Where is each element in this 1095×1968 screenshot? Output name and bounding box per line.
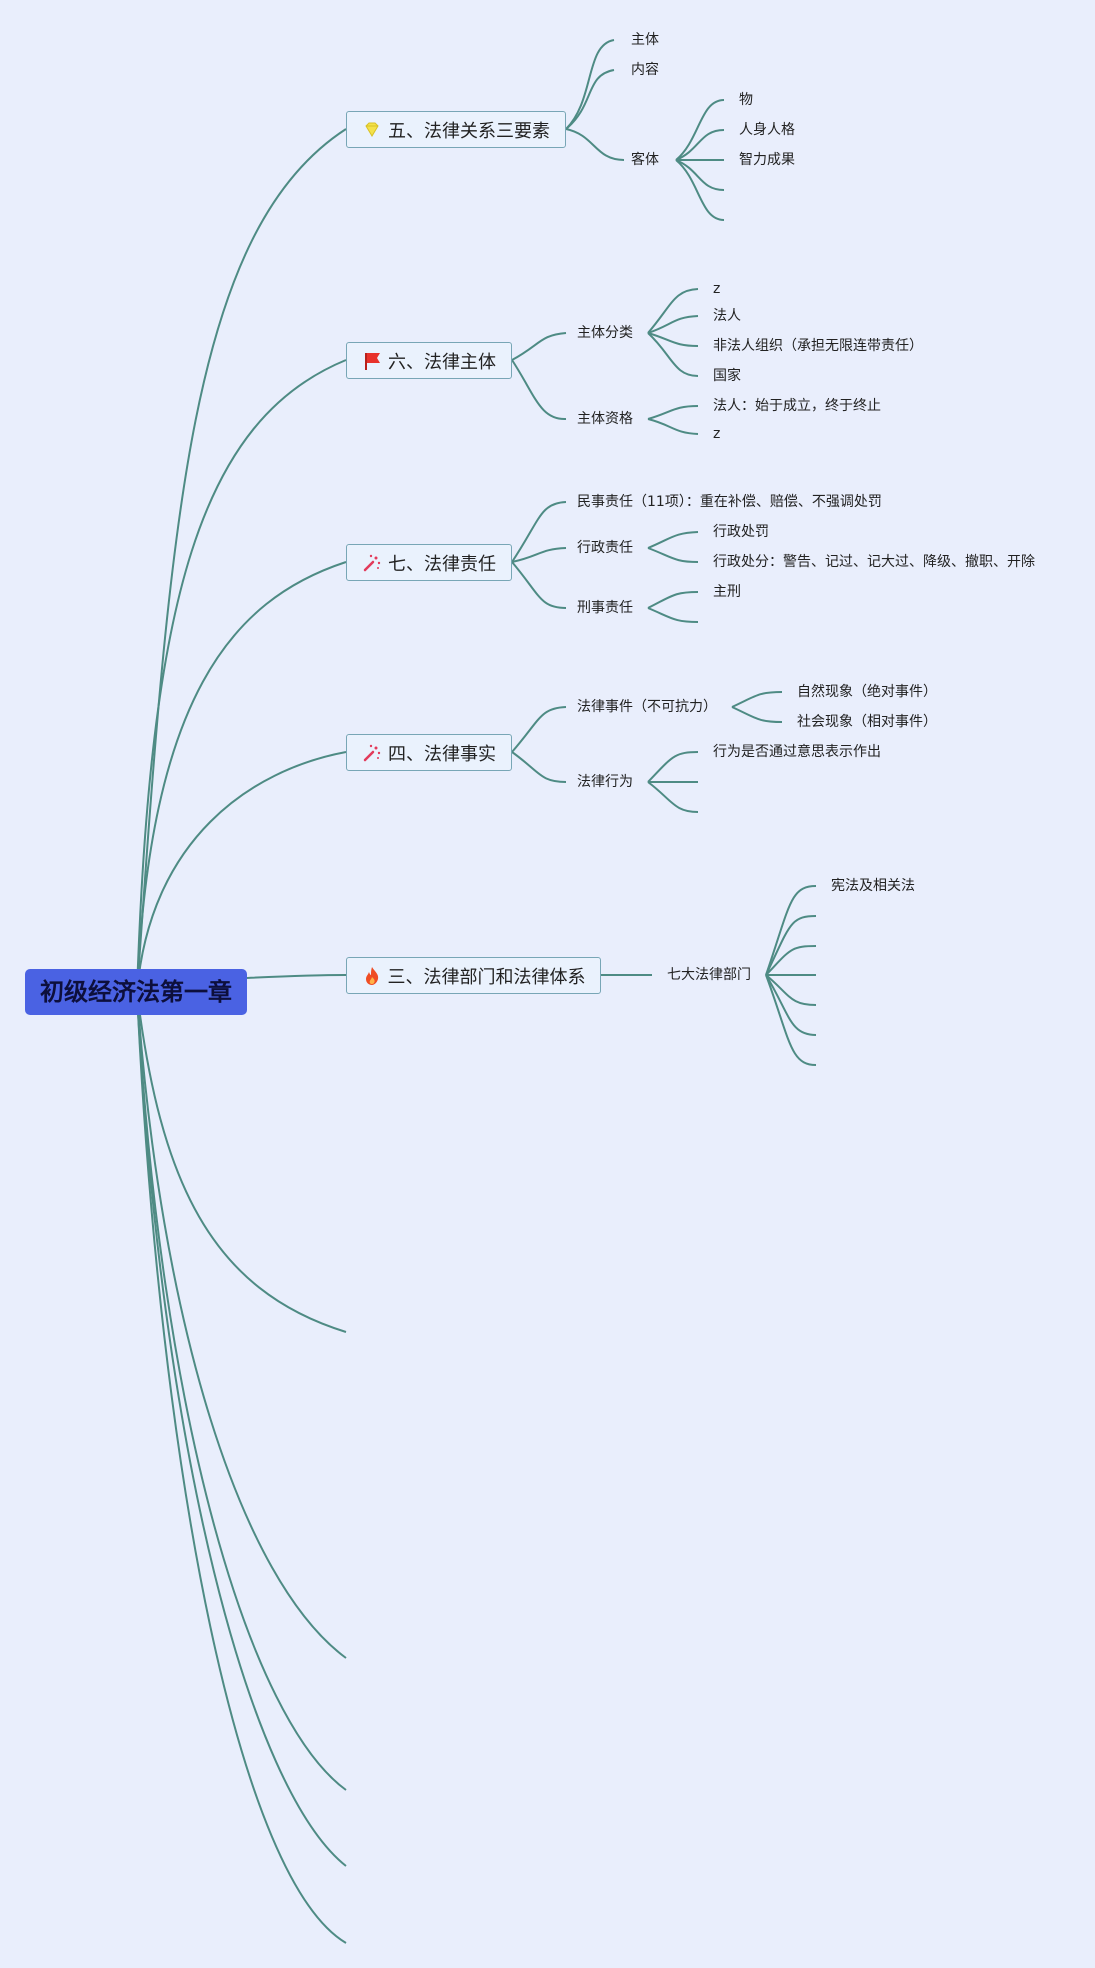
node-thing[interactable]: 物 [739,92,753,108]
node-personality[interactable]: 人身人格 [739,122,795,138]
node-civil-liability[interactable]: 民事责任（11项）：重在补偿、赔偿、不强调处罚 [577,494,882,510]
node-seven-law-departments[interactable]: 七大法律部门 [667,967,751,983]
branch-legal-facts[interactable]: 四、法律事实 [346,734,512,771]
node-content[interactable]: 内容 [631,62,659,78]
node-administrative-penalty[interactable]: 行政处罚 [713,524,769,540]
node-subject[interactable]: 主体 [631,32,659,48]
node-social-phenomenon[interactable]: 社会现象（相对事件） [797,714,937,730]
node-z-2[interactable]: z [713,426,721,442]
node-legal-person[interactable]: 法人 [713,308,741,324]
node-administrative-liability[interactable]: 行政责任 [577,540,633,556]
node-principal-penalty[interactable]: 主刑 [713,584,741,600]
magic-wand-icon [363,744,381,761]
branch-label: 四、法律事实 [388,743,496,765]
node-intellectual-achievement[interactable]: 智力成果 [739,152,795,168]
branch-legal-departments[interactable]: 三、法律部门和法律体系 [346,957,601,994]
node-legal-person-lifecycle[interactable]: 法人：始于成立，终于终止 [713,398,881,414]
node-administrative-sanction[interactable]: 行政处分：警告、记过、记大过、降级、撤职、开除 [713,554,1035,570]
root-topic[interactable]: 初级经济法第一章 [25,969,247,1015]
branch-legal-subject[interactable]: 六、法律主体 [346,342,512,379]
node-state[interactable]: 国家 [713,368,741,384]
node-object[interactable]: 客体 [631,152,659,168]
node-subject-classification[interactable]: 主体分类 [577,325,633,341]
branch-label: 三、法律部门和法律体系 [387,966,586,988]
node-unincorporated-organization[interactable]: 非法人组织（承担无限连带责任） [713,338,923,354]
branch-label: 七、法律责任 [388,553,496,575]
branch-label: 六、法律主体 [388,351,496,373]
branch-legal-relation-elements[interactable]: 五、法律关系三要素 [346,111,566,148]
node-natural-phenomenon[interactable]: 自然现象（绝对事件） [797,684,937,700]
node-z-1[interactable]: z [713,281,721,297]
node-intent-expression[interactable]: 行为是否通过意思表示作出 [713,744,881,760]
magic-wand-icon [363,554,381,571]
node-legal-event[interactable]: 法律事件（不可抗力） [577,699,717,715]
node-criminal-liability[interactable]: 刑事责任 [577,600,633,616]
node-subject-qualification[interactable]: 主体资格 [577,411,633,427]
node-legal-act[interactable]: 法律行为 [577,774,633,790]
branch-legal-liability[interactable]: 七、法律责任 [346,544,512,581]
fire-icon [365,966,378,985]
red-flag-icon [365,352,380,370]
gem-icon [365,122,379,137]
branch-label: 五、法律关系三要素 [388,120,550,142]
node-constitution-related-law[interactable]: 宪法及相关法 [831,878,915,894]
